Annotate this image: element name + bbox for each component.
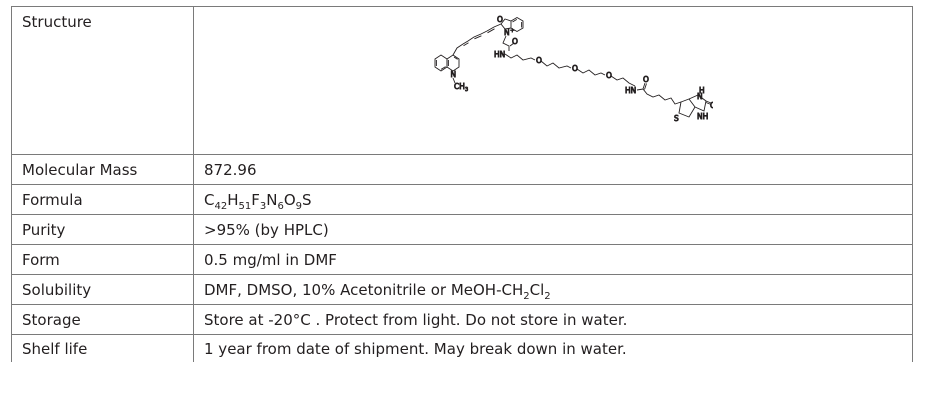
row-label: Molecular Mass bbox=[11, 154, 194, 185]
sulfur-label: S bbox=[674, 114, 679, 123]
carbonyl-oxygen-label: O bbox=[512, 37, 518, 46]
peg-linker-4 bbox=[610, 75, 636, 86]
peg-linker-1 bbox=[504, 53, 536, 60]
row-value: 1 year from date of shipment. May break … bbox=[193, 334, 913, 362]
carbonyl-oxygen-label: O bbox=[643, 75, 649, 84]
polymethine-chain bbox=[452, 23, 502, 55]
peg-linker-3 bbox=[576, 68, 606, 76]
row-label: Solubility bbox=[11, 274, 194, 305]
row-value: >95% (by HPLC) bbox=[193, 214, 913, 245]
nitrogen-label: N bbox=[451, 70, 457, 79]
row-value: 872.96 bbox=[193, 154, 913, 185]
methyl-label: CH bbox=[454, 82, 465, 91]
row-label: Form bbox=[11, 244, 194, 275]
amide-nh-label: HN bbox=[494, 50, 505, 59]
charge-label: + bbox=[510, 28, 515, 34]
table-row-purity: Purity >95% (by HPLC) bbox=[11, 214, 913, 245]
nh-label: NH bbox=[697, 112, 708, 121]
formula-value: C42H51F3N6O9S bbox=[193, 184, 913, 215]
table-row-molecular-mass: Molecular Mass 872.96 bbox=[11, 154, 913, 185]
table-row-shelf-life: Shelf life 1 year from date of shipment.… bbox=[11, 334, 913, 362]
quinoline-benzene-ring bbox=[434, 53, 448, 72]
oxygen-label: O bbox=[497, 15, 503, 24]
urea-oxygen-label: O bbox=[710, 101, 713, 110]
peg-linker-2 bbox=[540, 60, 572, 68]
table-row-formula: Formula C42H51F3N6O9S bbox=[11, 184, 913, 215]
row-label: Structure bbox=[11, 6, 194, 155]
row-label: Purity bbox=[11, 214, 194, 245]
h-label: H bbox=[699, 86, 705, 95]
product-spec-table: Structure O N + O HN bbox=[11, 6, 913, 362]
acetamide-arm bbox=[502, 35, 510, 51]
nitrogen-label: N bbox=[697, 92, 703, 101]
table-row-storage: Storage Store at -20°C . Protect from li… bbox=[11, 304, 913, 335]
table-row-solubility: Solubility DMF, DMSO, 10% Acetonitrile o… bbox=[11, 274, 913, 305]
table-row-form: Form 0.5 mg/ml in DMF bbox=[11, 244, 913, 275]
row-label: Formula bbox=[11, 184, 194, 215]
ether-oxygen-label: O bbox=[606, 71, 612, 80]
chemical-structure-diagram: O N + O HN O O O HN bbox=[434, 14, 713, 123]
ether-oxygen-label: O bbox=[536, 56, 542, 65]
valeric-chain bbox=[636, 88, 682, 105]
row-value: Store at -20°C . Protect from light. Do … bbox=[193, 304, 913, 335]
amide-nh-label: HN bbox=[625, 86, 636, 95]
methyl-subscript: 3 bbox=[465, 87, 468, 93]
ether-oxygen-label: O bbox=[572, 64, 578, 73]
table-row-structure: Structure O N + O HN bbox=[11, 6, 913, 155]
row-label: Storage bbox=[11, 304, 194, 335]
thiophane-ring bbox=[678, 97, 696, 118]
row-value: 0.5 mg/ml in DMF bbox=[193, 244, 913, 275]
structure-cell: O N + O HN O O O HN bbox=[193, 6, 913, 155]
row-label: Shelf life bbox=[11, 334, 194, 362]
solubility-value: DMF, DMSO, 10% Acetonitrile or MeOH-CH2C… bbox=[193, 274, 913, 305]
nitrogen-label: N bbox=[504, 28, 510, 37]
